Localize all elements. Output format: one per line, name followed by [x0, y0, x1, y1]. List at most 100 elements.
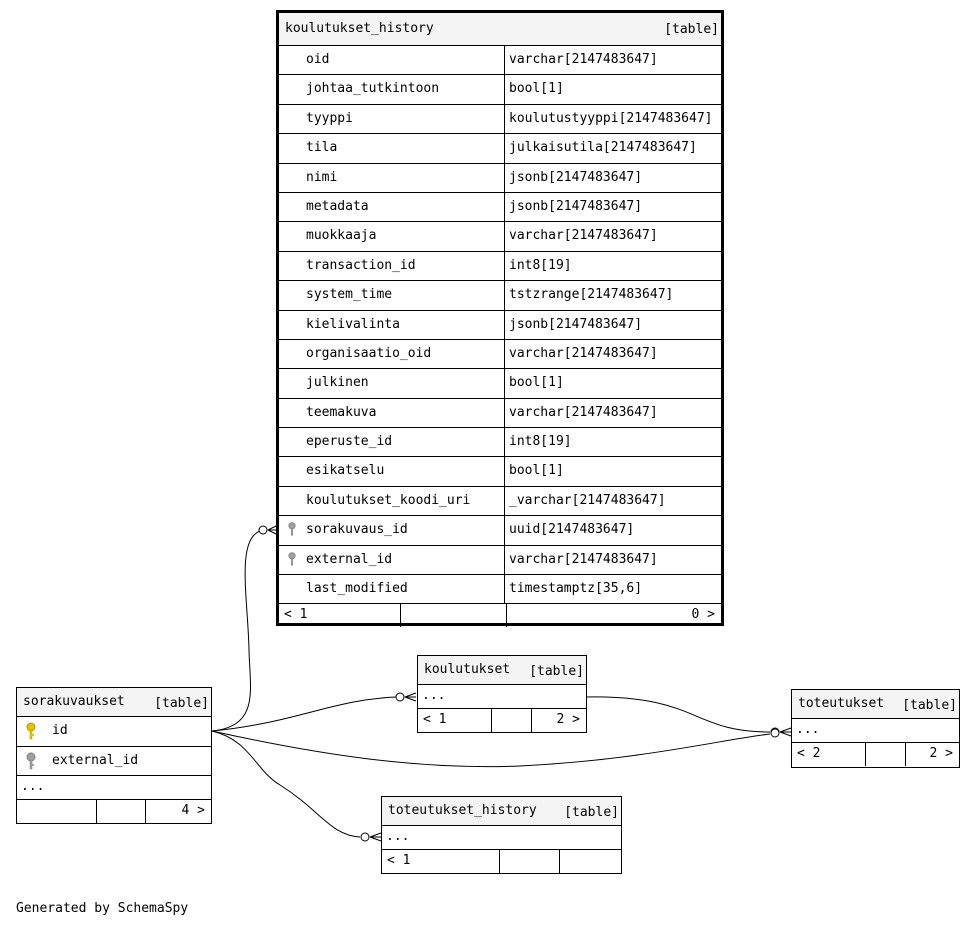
column-row[interactable]: muokkaaja varchar[2147483647]	[279, 222, 721, 252]
column-type: jsonb[2147483647]	[509, 169, 643, 185]
table-name: toteutukset	[798, 696, 885, 711]
children-count[interactable]: 2 >	[556, 712, 580, 727]
column-name-cell: transaction_id	[279, 251, 505, 281]
children-count[interactable]: 4 >	[181, 803, 205, 818]
more-columns: ...	[792, 719, 959, 743]
column-name: sorakuvaus_id	[306, 522, 408, 538]
column-type: varchar[2147483647]	[509, 551, 658, 567]
column-row[interactable]: metadata jsonb[2147483647]	[279, 192, 721, 223]
link-sorakuvaukset-toteutukset-history	[211, 730, 361, 838]
column-row[interactable]: external_id	[17, 747, 211, 776]
table-footer: < 1 0 >	[279, 604, 721, 628]
column-name: tila	[306, 140, 338, 156]
column-type: varchar[2147483647]	[509, 404, 658, 420]
foreign-key-icon	[288, 551, 296, 571]
table-footer: < 2 2 >	[792, 743, 959, 766]
column-name: julkinen	[306, 375, 369, 391]
column-name-cell: eperuste_id	[279, 428, 505, 457]
column-name-cell: julkinen	[279, 369, 505, 398]
primary-key-icon	[26, 722, 36, 744]
table-name: sorakuvaukset	[23, 694, 125, 709]
column-name-cell: oid	[279, 46, 505, 75]
table-name: koulutukset	[424, 662, 511, 677]
children-count[interactable]: 2 >	[929, 746, 953, 761]
column-name: metadata	[306, 198, 369, 214]
column-name-cell: esikatselu	[279, 457, 505, 486]
column-type: koulutustyyppi[2147483647]	[509, 110, 713, 126]
column-type: bool[1]	[509, 81, 564, 97]
column-name-cell: external_id	[279, 545, 505, 575]
column-row[interactable]: transaction_id int8[19]	[279, 251, 721, 282]
table-sorakuvaukset[interactable]: sorakuvaukset [table] id external_id ...…	[16, 687, 212, 824]
column-row[interactable]: eperuste_id int8[19]	[279, 428, 721, 458]
table-name: koulutukset_history	[285, 21, 434, 36]
column-name: nimi	[306, 169, 338, 185]
column-name: oid	[306, 52, 330, 67]
column-type: varchar[2147483647]	[509, 228, 658, 244]
generated-by-label: Generated by SchemaSpy	[16, 901, 189, 916]
link-sorakuvaukset-toteutukset	[211, 730, 771, 768]
children-count[interactable]: 0 >	[691, 607, 715, 623]
column-name: teemakuva	[306, 404, 377, 420]
table-tag: [table]	[529, 664, 584, 679]
foreign-key-icon	[26, 752, 36, 774]
parents-count[interactable]: < 1	[423, 712, 447, 727]
column-name-cell: tila	[279, 134, 505, 163]
table-name: toteutukset_history	[388, 803, 537, 818]
column-row[interactable]: nimi jsonb[2147483647]	[279, 163, 721, 193]
table-header: toteutukset_history [table]	[382, 797, 621, 826]
column-name-cell: organisaatio_oid	[279, 339, 505, 369]
table-footer: 4 >	[17, 800, 211, 823]
more-columns: ...	[17, 776, 211, 800]
column-row[interactable]: koulutukset_koodi_uri_varchar[2147483647…	[279, 486, 721, 517]
link-sorakuvaukset-koulutukset	[211, 696, 397, 732]
column-row[interactable]: id	[17, 717, 211, 747]
column-name: eperuste_id	[306, 434, 393, 450]
column-name-cell: kielivalinta	[279, 310, 505, 339]
column-name: muokkaaja	[306, 228, 377, 244]
column-row[interactable]: teemakuva varchar[2147483647]	[279, 398, 721, 429]
column-row[interactable]: kielivalinta jsonb[2147483647]	[279, 310, 721, 340]
table-toteutukset-history[interactable]: toteutukset_history [table] ... < 1	[381, 796, 622, 874]
table-tag: [table]	[564, 805, 619, 820]
table-header: koulutukset_history [table]	[279, 13, 721, 46]
column-name-cell: tyyppi	[279, 104, 505, 134]
column-name: esikatselu	[306, 463, 385, 479]
column-type: int8[19]	[509, 434, 572, 450]
column-name: id	[52, 723, 68, 738]
column-name-cell: nimi	[279, 163, 505, 192]
table-toteutukset[interactable]: toteutukset [table] ... < 2 2 >	[791, 689, 960, 768]
parents-count[interactable]: < 1	[284, 607, 308, 623]
column-name-cell: koulutukset_koodi_uri	[279, 486, 505, 516]
parents-count[interactable]: < 1	[387, 853, 411, 868]
table-header: sorakuvaukset [table]	[17, 688, 211, 717]
parents-count[interactable]: < 2	[797, 746, 821, 761]
table-koulutukset[interactable]: koulutukset [table] ... < 1 2 >	[417, 655, 587, 733]
column-name: transaction_id	[306, 257, 416, 273]
link-sorakuvaukset-koulutukset-history	[211, 530, 261, 732]
link-koulutukset-toteutukset	[585, 696, 771, 733]
column-type: timestamptz[35,6]	[509, 581, 643, 597]
column-type: jsonb[2147483647]	[509, 316, 643, 332]
column-name-cell: johtaa_tutkintoon	[279, 75, 505, 104]
column-name: organisaatio_oid	[306, 345, 432, 361]
column-name: kielivalinta	[306, 316, 400, 332]
column-name-cell: metadata	[279, 192, 505, 222]
column-type: jsonb[2147483647]	[509, 198, 643, 214]
column-type: int8[19]	[509, 257, 572, 273]
table-tag: [table]	[664, 22, 719, 37]
